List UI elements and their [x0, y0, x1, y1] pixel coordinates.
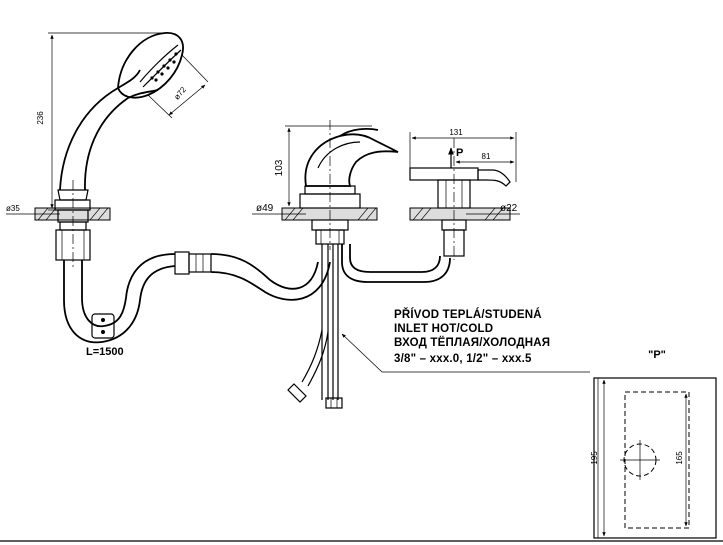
note-line-1: PŘÍVOD TEPLÁ/STUDENÁ — [394, 308, 542, 321]
dimension-mixer-base: ø49 — [252, 203, 306, 215]
hand-shower — [54, 32, 184, 268]
dim-131-label: 131 — [449, 128, 463, 137]
dim-72-label: ø72 — [172, 85, 188, 102]
note-line-4: 3/8" – xxx.0, 1/2" – xxx.5 — [394, 353, 532, 365]
dimension-shower-height: 236 — [36, 32, 165, 211]
hose-length-label: L=1500 — [86, 346, 124, 358]
dim-236-label: 236 — [36, 111, 45, 125]
dimension-spout-base: ø22 — [466, 203, 520, 215]
note-line-3: ВХОД ТЁПЛАЯ/ХОЛОДНАЯ — [394, 336, 550, 349]
detail-dim-195: 195 — [590, 451, 599, 465]
inlet-note: PŘÍVOD TEPLÁ/STUDENÁ INLET HOT/COLD ВХОД… — [341, 308, 590, 373]
dimension-left-base: ø35 — [6, 204, 60, 215]
detail-dim-165: 165 — [675, 451, 684, 465]
shower-hose: L=1500 — [63, 251, 331, 358]
dimension-spout: 131 81 P — [409, 128, 517, 182]
dim-103-label: 103 — [274, 159, 285, 176]
spout-hose — [341, 244, 451, 283]
mixer-body — [299, 120, 399, 250]
spout — [409, 138, 511, 260]
dim-49-label: ø49 — [256, 203, 274, 214]
dimension-mixer-height: 103 — [274, 125, 372, 209]
view-marker-p: P — [456, 147, 463, 159]
dim-22-label: ø22 — [500, 203, 518, 214]
detail-title: "P" — [648, 349, 666, 361]
note-line-2: INLET HOT/COLD — [394, 323, 493, 335]
countertop-left — [34, 207, 111, 221]
detail-view-p: "P" 195 165 — [590, 349, 717, 539]
supply-hoses — [287, 244, 343, 409]
dim-35-label: ø35 — [6, 204, 20, 213]
dim-81-label: 81 — [482, 152, 491, 161]
